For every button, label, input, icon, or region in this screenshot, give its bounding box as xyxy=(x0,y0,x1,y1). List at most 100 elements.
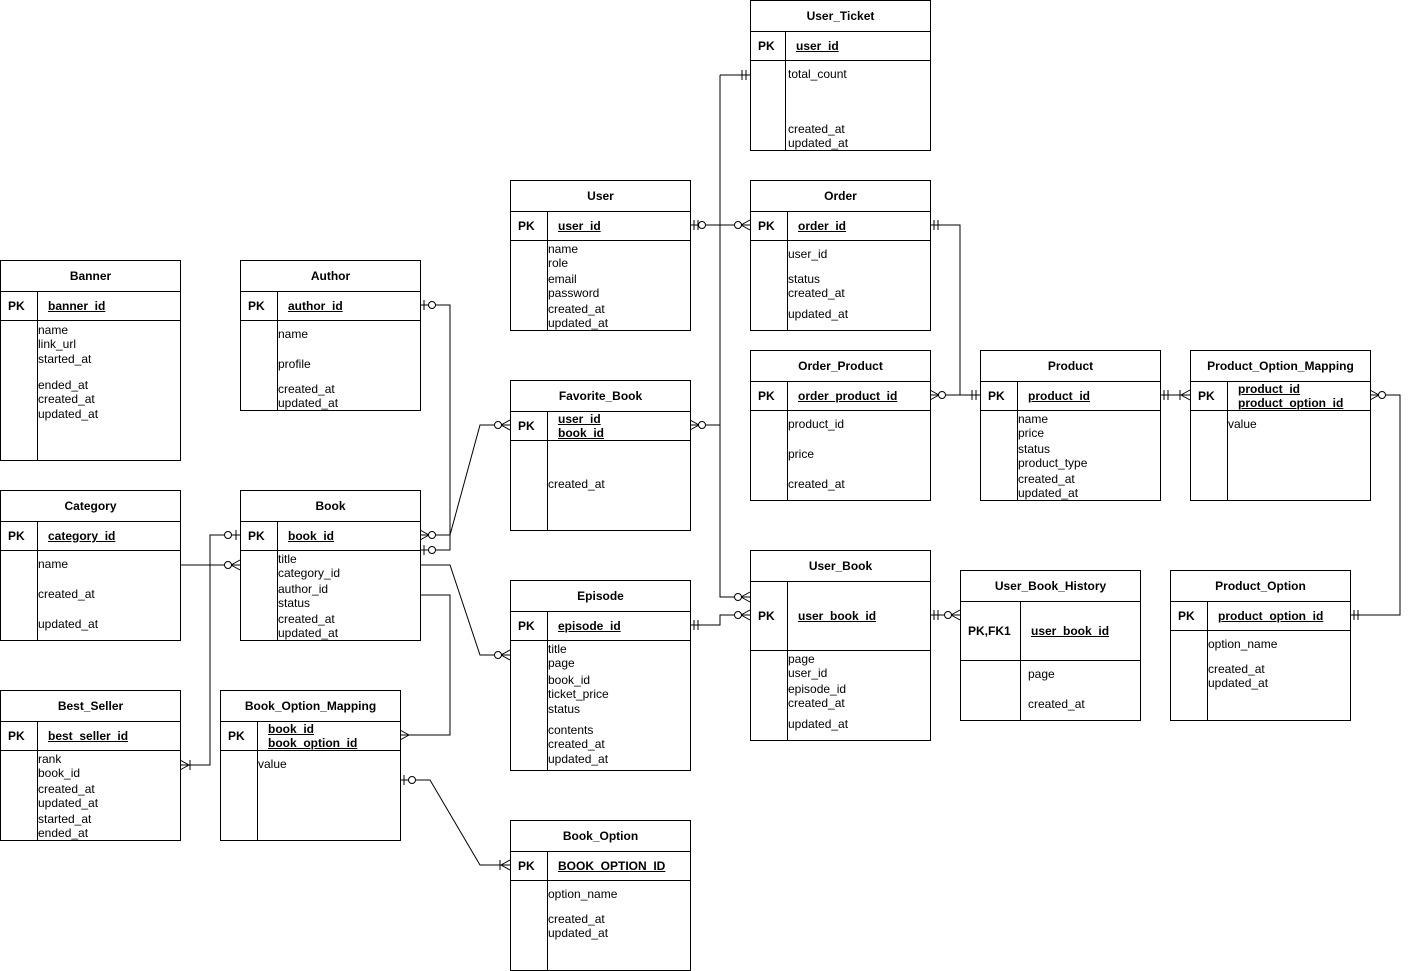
entity-product-option-mapping-attribute: value xyxy=(1228,417,1257,431)
zero-many-marker xyxy=(500,649,511,656)
entity-best-seller-attribute: started_at xyxy=(38,812,92,826)
zero-many-marker xyxy=(689,424,700,431)
entity-user-book-pk-row xyxy=(751,581,930,651)
entity-book-option-attribute: option_name xyxy=(548,887,618,901)
relation-book-episode xyxy=(420,564,510,656)
entity-product-option-key-field: product_option_id xyxy=(1218,609,1324,623)
entity-user-attribute: created_at xyxy=(548,302,605,316)
entity-user-ticket-title: User_Ticket xyxy=(751,1,930,32)
entity-banner-pk-row xyxy=(1,291,180,321)
zero-many-marker xyxy=(740,219,751,226)
zero-many-marker xyxy=(740,596,751,603)
entity-user-attribute: email xyxy=(548,272,577,286)
entity-order-product-pk-row xyxy=(751,381,930,411)
entity-banner-attribute: name xyxy=(38,323,69,337)
entity-book-attribute: status xyxy=(278,596,311,610)
one-many-marker xyxy=(500,859,511,866)
relation-book-option-mapping-book-option xyxy=(400,779,510,866)
entity-order-product-pk-label: PK xyxy=(758,389,775,403)
entity-user-divider xyxy=(547,211,548,330)
one-many-marker xyxy=(1180,389,1191,396)
relation-book-favorite-book xyxy=(420,424,510,536)
entity-episode-attribute: created_at xyxy=(548,737,605,751)
entity-order-key-field: order_id xyxy=(798,219,847,233)
entity-book-key-field: book_id xyxy=(288,529,335,543)
entity-book-option-pk-label: PK xyxy=(518,859,535,873)
entity-book-title: Book xyxy=(241,491,420,522)
entity-episode-attribute: updated_at xyxy=(548,752,609,766)
entity-author-attribute: created_at xyxy=(278,382,335,396)
zero-many-marker xyxy=(950,614,961,621)
entity-banner-attribute: updated_at xyxy=(38,407,99,421)
entity-order-product-attribute: product_id xyxy=(788,417,845,431)
entity-user-title: User xyxy=(511,181,690,212)
entity-episode-pk-row xyxy=(511,611,690,641)
entity-product-option-mapping-title: Product_Option_Mapping xyxy=(1191,351,1370,382)
entity-book-option-mapping-pk-row xyxy=(221,721,400,751)
optional-marker xyxy=(698,221,706,229)
entity-category-pk-label: PK xyxy=(8,529,25,543)
entity-order-product-attribute: created_at xyxy=(788,477,845,491)
entity-user-book-attribute: episode_id xyxy=(788,682,847,696)
entity-book-attribute: created_at xyxy=(278,612,335,626)
entity-user-ticket-attribute: total_count xyxy=(788,67,847,81)
zero-many-marker xyxy=(740,591,751,598)
entity-book-option-attribute: updated_at xyxy=(548,926,609,940)
entity-favorite-book-pk-label: PK xyxy=(518,419,535,433)
entity-book-option-mapping-key-field: book_id xyxy=(268,722,315,736)
entity-favorite-book-divider xyxy=(547,411,548,530)
entity-user-attribute: password xyxy=(548,286,600,300)
entity-book-option-attribute: created_at xyxy=(548,912,605,926)
entity-episode-attribute: status xyxy=(548,702,581,716)
entity-order-pk-row xyxy=(751,211,930,241)
zero-many-marker xyxy=(500,654,511,661)
entity-author-key-field: author_id xyxy=(288,299,343,313)
entity-best-seller-attribute: created_at xyxy=(38,782,95,796)
entity-product-option-pk-label: PK xyxy=(1178,609,1195,623)
entity-book-option-mapping-title: Book_Option_Mapping xyxy=(221,691,400,722)
entity-product-divider xyxy=(1017,381,1018,500)
entity-user-book-pk-label: PK xyxy=(758,609,775,623)
zero-many-marker xyxy=(938,391,946,399)
zero-one-marker xyxy=(408,776,416,784)
zero-many-marker xyxy=(224,561,232,569)
entity-book-option-title: Book_Option xyxy=(511,821,690,852)
entity-product-pk-row xyxy=(981,381,1160,411)
entity-user-ticket-divider xyxy=(785,31,786,150)
zero-many-marker xyxy=(1369,389,1380,396)
entity-user-book-history-attribute: page xyxy=(1028,667,1055,681)
entity-user-ticket-pk-row xyxy=(751,31,930,61)
entity-episode-attribute: page xyxy=(548,656,575,670)
entity-order-product-attribute: price xyxy=(788,447,815,461)
entity-author-pk-row xyxy=(241,291,420,321)
entity-user-book-history-title: User_Book_History xyxy=(961,571,1140,602)
entity-order-title: Order xyxy=(751,181,930,212)
entity-user-ticket-key-field: user_id xyxy=(796,39,839,53)
entity-favorite-book-pk-row xyxy=(511,411,690,441)
entity-author-pk-label: PK xyxy=(248,299,265,313)
entity-best-seller-pk-label: PK xyxy=(8,729,25,743)
entity-book-attribute: category_id xyxy=(278,566,341,580)
entity-order-attribute: created_at xyxy=(788,286,845,300)
entity-product-attribute: created_at xyxy=(1018,472,1075,486)
